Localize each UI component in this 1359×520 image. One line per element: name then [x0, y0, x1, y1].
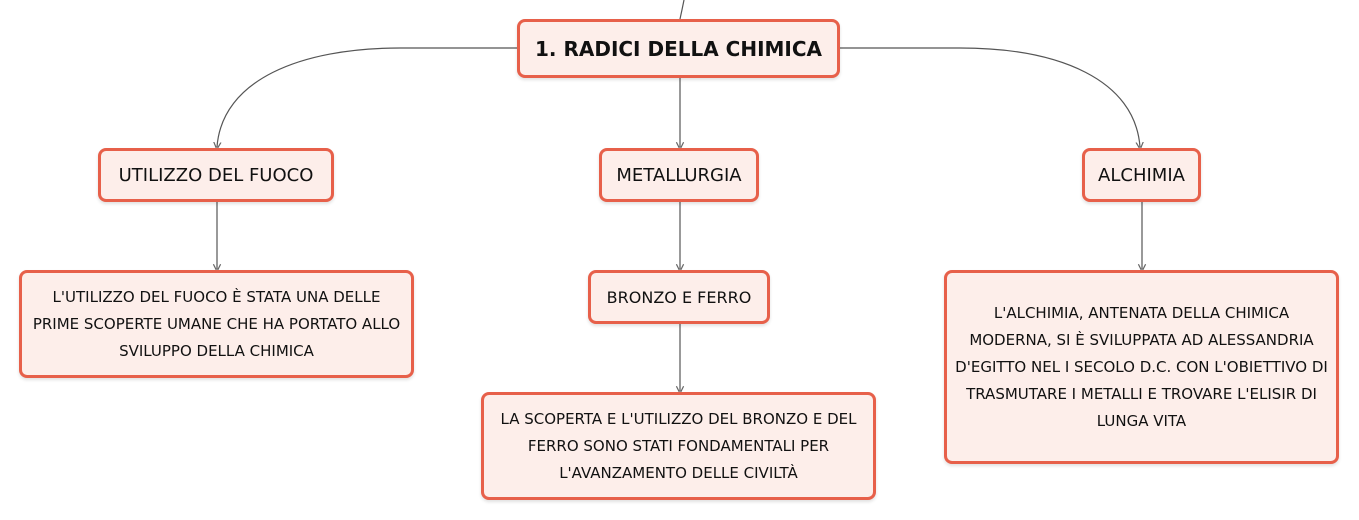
topic-metallurgia[interactable]: METALLURGIA [599, 148, 759, 202]
topic-label: ALCHIMIA [1098, 164, 1185, 186]
connector-root-to-alchimia [840, 47, 1140, 147]
connector-root-to-fuoco [217, 47, 517, 147]
connector-parent-to-root [679, 0, 685, 20]
topic-label: METALLURGIA [616, 164, 742, 186]
description-text: L'UTILIZZO DEL FUOCO È STATA UNA DELLE P… [32, 287, 401, 360]
topic-alchimia[interactable]: ALCHIMIA [1082, 148, 1201, 202]
topic-utilizzo-del-fuoco[interactable]: UTILIZZO DEL FUOCO [98, 148, 334, 202]
description-text: L'ALCHIMIA, ANTENATA DELLA CHIMICA MODER… [955, 303, 1328, 430]
root-topic-label: 1. RADICI DELLA CHIMICA [534, 36, 823, 61]
subtopic-bronzo-e-ferro[interactable]: BRONZO E FERRO [588, 270, 770, 324]
subtopic-label: BRONZO E FERRO [606, 287, 752, 307]
description-alchimia[interactable]: L'ALCHIMIA, ANTENATA DELLA CHIMICA MODER… [944, 270, 1339, 464]
description-utilizzo-del-fuoco[interactable]: L'UTILIZZO DEL FUOCO È STATA UNA DELLE P… [19, 270, 414, 378]
topic-label: UTILIZZO DEL FUOCO [118, 164, 314, 186]
description-text: LA SCOPERTA E L'UTILIZZO DEL BRONZO E DE… [500, 409, 857, 482]
root-topic[interactable]: 1. RADICI DELLA CHIMICA [517, 19, 840, 78]
description-metallurgia[interactable]: LA SCOPERTA E L'UTILIZZO DEL BRONZO E DE… [481, 392, 876, 500]
